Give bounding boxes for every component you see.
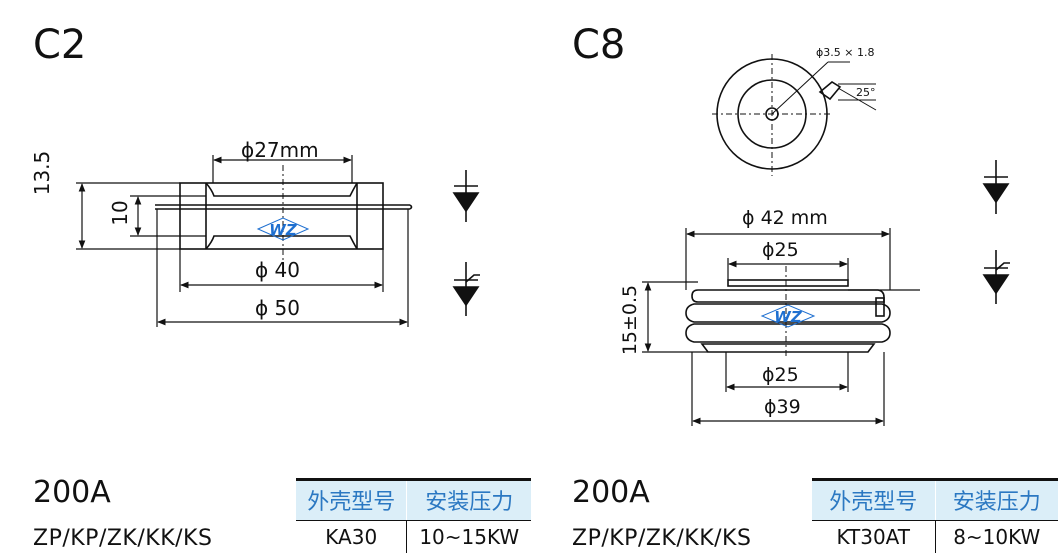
c2-spec-header-pressure: 安装压力 <box>406 478 531 521</box>
c8-label-d25top: ϕ25 <box>762 239 799 261</box>
c2-logo-icon: WZ <box>256 217 310 241</box>
c8-spec-table: 外壳型号 安装压力 KT30AT 8~10KW <box>812 478 1058 553</box>
c8-spec-header-case: 外壳型号 <box>812 478 935 521</box>
c8-label-d25bot: ϕ25 <box>762 364 799 386</box>
c2-label-d40: ϕ 40 <box>255 258 300 282</box>
c2-label-d50: ϕ 50 <box>255 296 300 320</box>
c8-dim-d25bot <box>725 352 849 392</box>
c8-top-view <box>712 54 877 176</box>
c2-package-title: C2 <box>33 22 87 68</box>
table-row: KA30 10~15KW <box>296 520 531 553</box>
c8-spec-pressure-value: 8~10KW <box>934 520 1058 553</box>
c2-label-d27: ϕ27mm <box>241 138 319 162</box>
c2-label-h135: 13.5 <box>30 150 54 196</box>
c2-current-rating: 200A <box>33 475 111 510</box>
svg-text:WZ: WZ <box>269 221 298 239</box>
svg-text:WZ: WZ <box>774 308 803 326</box>
c8-dim-d39 <box>691 352 885 426</box>
c8-dim-d25top <box>727 258 849 280</box>
c2-dim-h135 <box>76 182 180 250</box>
c2-diode-symbol-icon <box>452 170 480 222</box>
c2-spec-header-case: 外壳型号 <box>296 478 407 521</box>
c8-thyristor-symbol-icon <box>982 250 1010 304</box>
c2-dim-d50 <box>156 209 409 327</box>
c8-dim-d42 <box>685 228 891 290</box>
table-row: KT30AT 8~10KW <box>812 520 1058 553</box>
c8-diode-symbol-icon <box>982 160 1010 214</box>
c8-spec-case-value: KT30AT <box>836 525 911 549</box>
c8-label-h15: 15±0.5 <box>619 284 641 356</box>
c8-label-angle: 25° <box>856 86 876 99</box>
c8-side-view <box>685 266 920 356</box>
c2-spec-case-value: KA30 <box>325 525 378 549</box>
c8-logo-icon: WZ <box>760 304 816 328</box>
c8-package-title: C8 <box>572 22 626 68</box>
c8-label-d42: ϕ 42 mm <box>742 207 828 229</box>
c8-current-rating: 200A <box>572 475 650 510</box>
c2-series-list: ZP/KP/ZK/KK/KS <box>33 526 213 551</box>
c8-label-d39: ϕ39 <box>764 396 801 418</box>
c8-dim-h15 <box>642 281 708 353</box>
c2-spec-table: 外壳型号 安装压力 KA30 10~15KW <box>296 478 531 553</box>
c2-thyristor-symbol-icon <box>452 262 480 316</box>
c8-series-list: ZP/KP/ZK/KK/KS <box>572 526 752 551</box>
c2-label-h10: 10 <box>108 200 132 226</box>
c2-spec-pressure-value: 10~15KW <box>406 520 531 553</box>
c2-dim-h10 <box>130 195 206 237</box>
c8-spec-header-pressure: 安装压力 <box>934 478 1058 521</box>
c8-label-lead: ϕ3.5 × 1.8 <box>816 46 875 59</box>
c2-dim-d27 <box>212 155 353 183</box>
c2-dim-d40 <box>179 249 384 292</box>
